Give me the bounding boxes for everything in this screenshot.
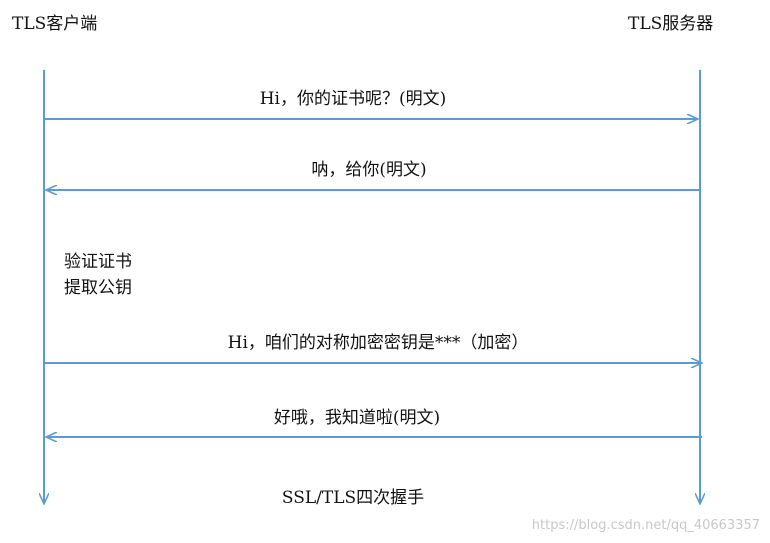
message-label-4: 好哦，我知道啦(明文) (273, 408, 441, 428)
client-title: TLS客户端 (12, 14, 98, 34)
client-note-line-2: 提取公钥 (64, 278, 132, 298)
message-label-2: 呐，给你(明文) (311, 160, 427, 180)
client-note: 验证证书 提取公钥 (64, 249, 132, 301)
message-label-3: Hi，咱们的对称加密密钥是***（加密） (227, 333, 529, 353)
diagram-caption: SSL/TLS四次握手 (281, 488, 425, 508)
server-title: TLS服务器 (628, 14, 714, 34)
client-note-line-1: 验证证书 (64, 252, 132, 272)
watermark-text: https://blog.csdn.net/qq_40663357 (531, 518, 760, 533)
message-label-1: Hi，你的证书呢？(明文) (259, 89, 447, 109)
